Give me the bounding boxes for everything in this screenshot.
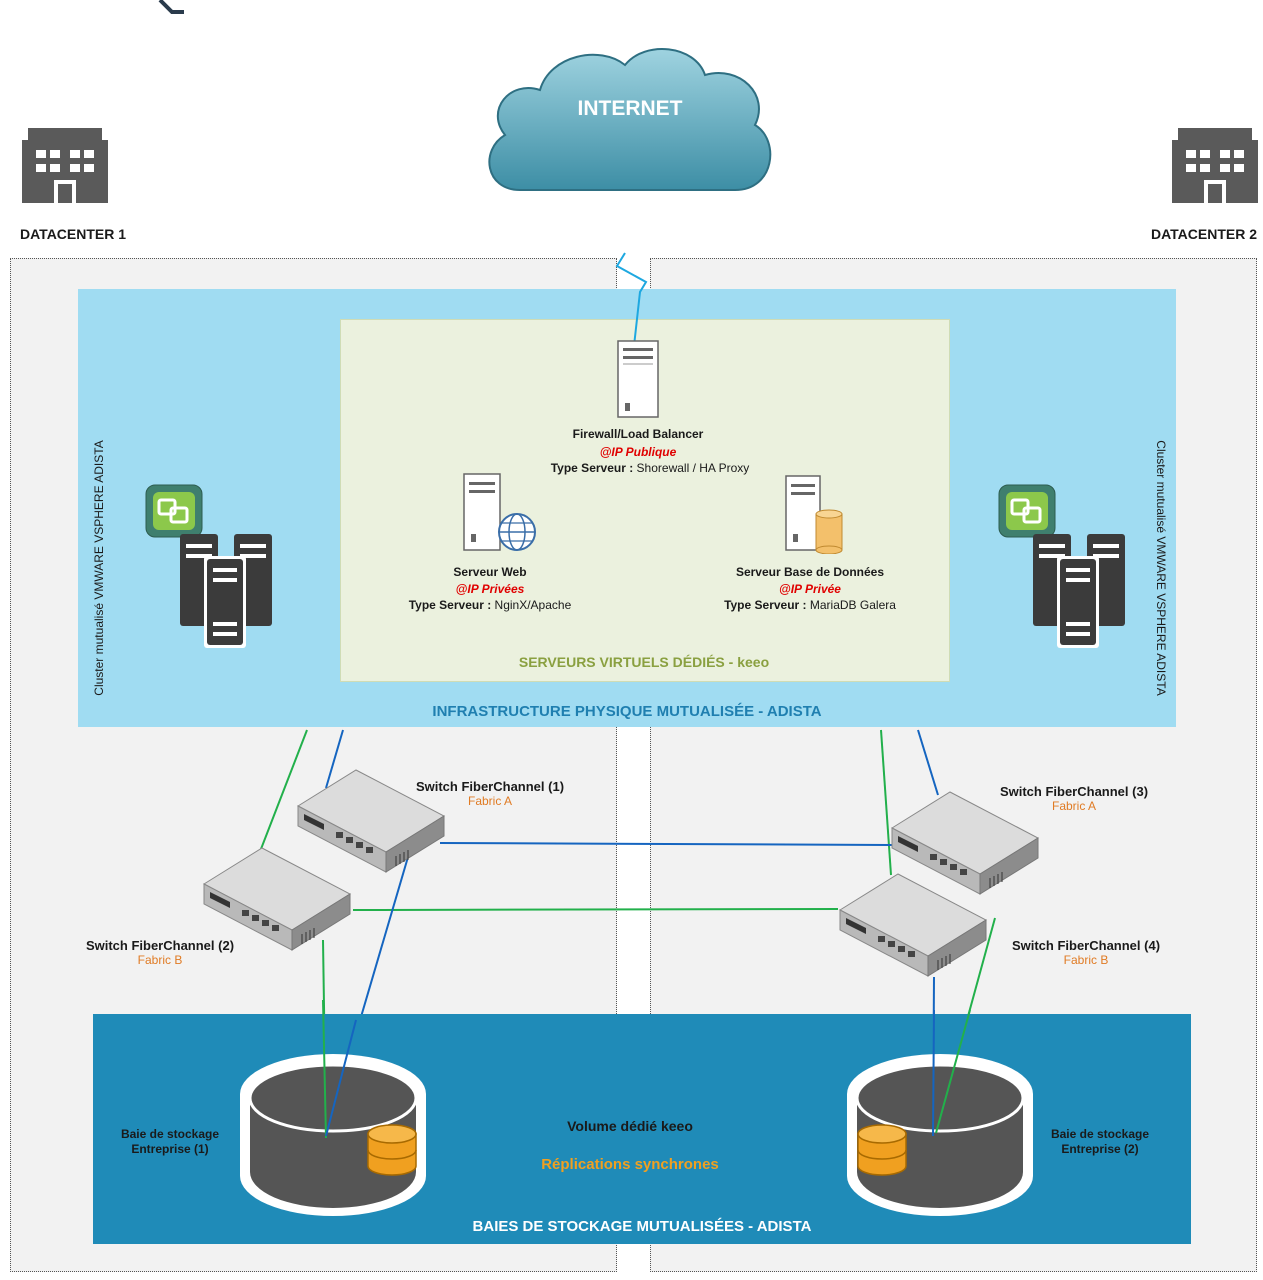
arrow-fragment-icon xyxy=(158,0,184,14)
database-icon xyxy=(367,1124,417,1176)
building-icon xyxy=(22,128,108,203)
server-icon xyxy=(617,340,659,418)
web-server-ip: @IP Privées xyxy=(455,582,525,596)
web-server-name: Serveur Web xyxy=(453,565,527,579)
infra-title: INFRASTRUCTURE PHYSIQUE MUTUALISÉE - ADI… xyxy=(432,703,822,720)
switch-icon xyxy=(296,769,446,873)
vsphere-icon xyxy=(998,484,1056,538)
server-cluster-icon xyxy=(180,534,272,648)
firewall-name: Firewall/Load Balancer xyxy=(572,427,704,441)
storage-array-icon xyxy=(240,1054,426,1216)
firewall-type: Type Serveur : Shorewall / HA Proxy xyxy=(550,461,750,475)
internet-label: INTERNET xyxy=(577,97,683,120)
switch-3-label: Switch FiberChannel (3) Fabric A xyxy=(999,784,1149,813)
internet-lightning-icon xyxy=(615,252,648,347)
switch-icon xyxy=(202,847,352,951)
storage-array-icon xyxy=(847,1054,1033,1216)
globe-icon xyxy=(498,513,536,551)
cloud-icon xyxy=(488,48,772,191)
datacenter-2-label: DATACENTER 2 xyxy=(1150,226,1257,242)
switch-4-label: Switch FiberChannel (4) Fabric B xyxy=(1011,938,1161,967)
switch-1-label: Switch FiberChannel (1) Fabric A xyxy=(415,779,565,808)
db-server-type: Type Serveur : MariaDB Galera xyxy=(724,598,896,612)
vsphere-icon xyxy=(145,484,203,538)
database-icon xyxy=(857,1124,907,1176)
db-server-name: Serveur Base de Données xyxy=(735,565,885,579)
web-server-type: Type Serveur : NginX/Apache xyxy=(408,598,572,612)
volume-label: Volume dédié keeo xyxy=(567,1118,693,1134)
server-icon xyxy=(463,473,536,551)
replication-label: Réplications synchrones xyxy=(541,1156,719,1173)
datacenter-1-label: DATACENTER 1 xyxy=(20,226,127,242)
server-cluster-icon xyxy=(1033,534,1125,648)
storage-title: BAIES DE STOCKAGE MUTUALISÉES - ADISTA xyxy=(472,1218,812,1235)
switch-icon xyxy=(838,873,988,977)
switch-icon xyxy=(890,791,1040,895)
building-icon xyxy=(1172,128,1258,203)
switch-2-label: Switch FiberChannel (2) Fabric B xyxy=(85,938,235,967)
virtual-servers-title: SERVEURS VIRTUELS DÉDIÉS - keeo xyxy=(518,654,770,670)
server-icon xyxy=(785,475,843,554)
db-server-ip: @IP Privée xyxy=(779,582,841,596)
database-icon xyxy=(815,509,843,554)
firewall-ip: @IP Publique xyxy=(599,445,677,459)
